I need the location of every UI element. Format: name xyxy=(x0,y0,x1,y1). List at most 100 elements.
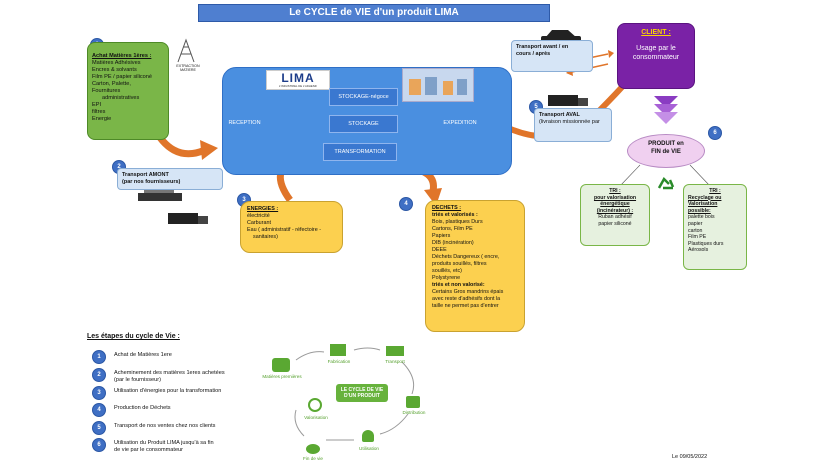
achat-item: filtres xyxy=(92,109,106,115)
step-text: Acheminement des matières 1eres achetées xyxy=(114,370,225,376)
dechets-item: souillés, etc) xyxy=(432,268,462,274)
fin-de-vie-oval: PRODUIT en FIN de VIE xyxy=(627,134,705,168)
dechets-item: taille ne permet pas d'entrer xyxy=(432,303,499,309)
achat-item: EPI xyxy=(92,102,102,108)
cycle-center-label: LE CYCLE DE VIE D'UN PRODUIT xyxy=(336,384,388,402)
cycle-label-fabrication: Fabrication xyxy=(327,359,351,364)
achat-item: Matières Adhésives xyxy=(92,60,141,66)
cycle-label-fin-de-vie: Fin de vie xyxy=(303,456,323,461)
cycle-center-line1: LE CYCLE DE VIE xyxy=(340,387,384,393)
tri-left-item: papier siliconé xyxy=(598,220,632,227)
step-text: (par le fournisseur) xyxy=(114,377,161,383)
tri-recyclage-box: TRI : Recyclage ou Valorisation possible… xyxy=(683,184,747,270)
truck-icon xyxy=(548,95,588,106)
energies-item: électricité xyxy=(247,213,270,219)
cycle-arrows xyxy=(294,347,415,441)
tri-right-heading: Recyclage ou xyxy=(688,194,722,201)
step-text: Production de Déchets xyxy=(114,405,171,411)
step-number-badge: 4 xyxy=(92,403,106,417)
step-number-badge: 1 xyxy=(92,350,106,364)
achat-item: Carton, Palette, xyxy=(92,81,131,87)
step-number-badge: 3 xyxy=(92,386,106,400)
tri-right-heading: Valorisation xyxy=(688,201,718,208)
step-number-badge: 2 xyxy=(92,368,106,382)
cart-icon xyxy=(406,396,420,408)
compost-icon xyxy=(306,444,320,454)
achat-matieres-box: Achat Matières 1ères : Matières Adhésive… xyxy=(87,42,169,140)
step-text: Utilisation du Produit LIMA jusqu'à sa f… xyxy=(114,440,214,446)
tri-left-heading: (incinérateur) : xyxy=(596,207,634,214)
transport-avant-line1: Transport avant / en xyxy=(516,44,569,50)
cycle-center-line2: D'UN PRODUIT xyxy=(344,393,380,399)
dechets-sub2: triés et non valorisé: xyxy=(432,282,485,288)
dechets-item: Certains Gros mandrins épais xyxy=(432,289,504,295)
step-item: 2 Acheminement des matières 1eres acheté… xyxy=(92,368,225,384)
step-item: 4 Production de Déchets xyxy=(92,403,171,417)
dechets-item: Papiers xyxy=(432,233,451,239)
chevron-down-icon xyxy=(654,112,678,124)
transport-amont-title: Transport AMONT xyxy=(122,172,169,178)
transport-amont-subtitle: (par nos fournisseurs) xyxy=(122,179,181,185)
step-item: 3 Utilisation d'énergies pour la transfo… xyxy=(92,386,221,400)
dechets-item: Polystyrene xyxy=(432,275,461,281)
transport-aval-subtitle: (livraison missionnée par xyxy=(539,119,600,125)
fin-de-vie-line1: PRODUIT en xyxy=(648,141,684,147)
step-item: 5 Transport de nos ventes chez nos clien… xyxy=(92,421,215,435)
lima-logo-subtitle: L'INDUSTRIEL DE L'ADHESIF xyxy=(278,84,318,88)
extraction-icon xyxy=(177,38,195,63)
energies-heading: ENERGIES : xyxy=(247,206,279,212)
client-line2: consommateur xyxy=(632,54,680,61)
dechets-item: Déchets Dangereux ( encre, xyxy=(432,254,500,260)
chevron-down-icon xyxy=(654,96,678,108)
achat-heading: Achat Matières 1ères : xyxy=(92,53,152,59)
reception-box: RECEPTION xyxy=(228,120,261,126)
achat-item: Fournitures xyxy=(92,88,121,94)
step-badge-4: 4 xyxy=(399,197,413,211)
tri-left-heading: énergétique xyxy=(600,201,630,208)
dechets-item: DEEE xyxy=(432,247,447,253)
achat-item: Energie xyxy=(92,116,112,122)
tri-right-heading: possible: xyxy=(688,207,711,214)
client-line1: Usage par le xyxy=(636,45,676,52)
step-item: 1 Achat de Matières 1ere xyxy=(92,350,172,364)
step-badge-6: 6 xyxy=(708,126,722,140)
client-box: CLIENT : Usage par le consommateur xyxy=(617,23,695,89)
transport-amont-box: Transport AMONT (par nos fournisseurs) xyxy=(117,168,223,190)
matieres-icon xyxy=(272,358,290,372)
tri-right-heading: TRI : xyxy=(709,188,721,194)
expedition-box: EXPEDITION xyxy=(443,120,477,126)
page-title: Le CYCLE de VIE d'un produit LIMA xyxy=(198,4,550,22)
transport-avant-box: Transport avant / en cours / après xyxy=(511,40,593,72)
lima-logo-text: LIMA xyxy=(281,71,315,85)
achat-item: administratives xyxy=(102,95,140,101)
stockage-box: STOCKAGE xyxy=(329,115,398,133)
arrowhead-achat xyxy=(200,140,218,160)
factory-icon xyxy=(330,344,346,356)
dechets-item: DIB (incinération) xyxy=(432,240,474,246)
step-text: Achat de Matières 1ere xyxy=(114,352,172,358)
step-text: de vie par le consommateur xyxy=(114,447,184,453)
dechets-item: avec reste d'adhésifs dont la xyxy=(432,296,501,302)
achat-item: Film PE / papier siliconé xyxy=(92,74,152,80)
tri-left-heading: TRI : xyxy=(609,188,621,194)
transport-aval-box: Transport AVAL (livraison missionnée par xyxy=(534,108,612,142)
dechets-box: DECHETS : triés et valorisés : Bois, pla… xyxy=(425,200,525,332)
client-title: CLIENT : xyxy=(641,29,671,36)
cycle-label-transport: Transport xyxy=(385,359,405,364)
cycle-label-utilisation: Utilisation xyxy=(359,446,379,451)
stockage-negoce-box: STOCKAGE-négoce xyxy=(329,88,398,106)
transport-avant-line2: cours / après xyxy=(516,51,551,57)
dechets-sub1: triés et valorisés : xyxy=(432,212,478,218)
person-icon xyxy=(362,430,374,442)
tri-right-item: Film PE xyxy=(688,234,707,241)
fin-de-vie-line2: FIN de VIE xyxy=(651,149,681,155)
extraction-label: EXTRACTION MATIERE xyxy=(176,64,200,72)
chevron-down-icon xyxy=(654,104,678,116)
step-number-badge: 6 xyxy=(92,438,106,452)
energies-box: ENERGIES : électricité Carburant Eau ( a… xyxy=(240,201,343,253)
truck-icon xyxy=(168,213,208,224)
cycle-label-distribution: Distribution xyxy=(402,410,426,415)
step-item: 6 Utilisation du Produit LIMA jusqu'à sa… xyxy=(92,438,214,454)
tri-left-item: Ruban adhésif xyxy=(598,214,632,221)
energies-item: Eau ( administratif - réfectoire - xyxy=(247,227,321,233)
